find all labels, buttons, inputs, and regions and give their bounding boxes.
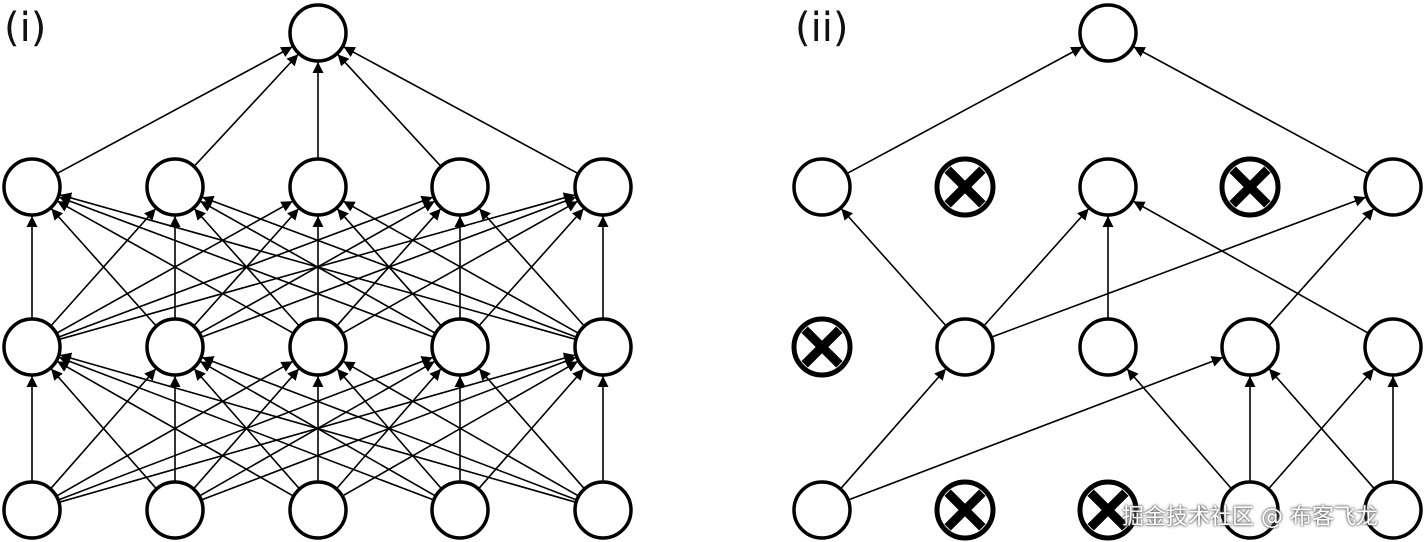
neuron: [1220, 317, 1280, 377]
neuron: [430, 480, 490, 540]
dropped-neuron: [1219, 156, 1281, 218]
neuron: [1078, 3, 1138, 63]
neuron: [1363, 157, 1423, 217]
connection-arrow: [846, 46, 1083, 175]
connection-arrow: [478, 208, 585, 327]
connection-arrow: [337, 53, 442, 167]
neuron: [145, 480, 205, 540]
neuron: [1220, 480, 1280, 540]
connection-arrow: [1133, 46, 1369, 175]
neuron: [573, 317, 633, 377]
connection-arrow: [1126, 368, 1233, 490]
panel-label-standard-net: (i): [4, 5, 47, 51]
connection-arrow: [478, 368, 586, 490]
connection-arrow: [983, 208, 1090, 327]
connection-arrow: [58, 356, 435, 501]
neuron: [145, 157, 205, 217]
dropped-neuron: [1077, 479, 1139, 541]
connection-arrow: [990, 195, 1367, 338]
neuron: [288, 480, 348, 540]
dropped-neuron: [934, 479, 996, 541]
cross-mark-icon: [1229, 166, 1271, 208]
neuron: [288, 3, 348, 63]
cross-mark-icon: [801, 326, 843, 368]
neuron: [288, 317, 348, 377]
neuron: [935, 317, 995, 377]
cross-mark-icon: [944, 489, 986, 531]
connection-arrow: [50, 208, 157, 327]
neurons-layer: [2, 3, 1423, 541]
neuron: [573, 480, 633, 540]
neuron: [145, 317, 205, 377]
connection-arrow: [342, 200, 579, 334]
neuron: [2, 480, 62, 540]
connection-arrow: [839, 368, 947, 490]
cross-mark-icon: [944, 166, 986, 208]
connection-arrow: [50, 368, 158, 490]
neuron: [430, 317, 490, 377]
neuron: [2, 317, 62, 377]
connection-arrow: [59, 352, 577, 504]
neuron: [573, 157, 633, 217]
connection-arrow: [59, 192, 577, 341]
cross-mark-icon: [1087, 489, 1129, 531]
neuron: [1078, 317, 1138, 377]
connection-arrow: [342, 360, 580, 497]
connection-arrow: [56, 200, 294, 335]
watermark-text: 掘金技术社区 @ 布客飞龙: [1122, 505, 1378, 530]
connection-arrow: [1268, 208, 1375, 327]
neuron: [288, 157, 348, 217]
neuron: [1363, 480, 1423, 540]
neuron: [792, 480, 852, 540]
connection-arrow: [201, 195, 578, 338]
neuron: [430, 157, 490, 217]
connection-arrow: [56, 360, 295, 497]
neuron: [2, 157, 62, 217]
connection-arrow: [1132, 200, 1369, 334]
dropped-neuron: [934, 156, 996, 218]
panel-label-dropout-net: (ii): [795, 5, 849, 51]
connection-arrow: [847, 356, 1224, 501]
neuron: [1078, 157, 1138, 217]
connection-arrow: [201, 356, 578, 501]
connection-arrow: [1268, 368, 1376, 490]
connection-arrow: [58, 195, 435, 338]
neuron: [1363, 317, 1423, 377]
neuron: [792, 157, 852, 217]
connection-arrow: [343, 46, 579, 175]
connection-arrow: [840, 208, 947, 327]
connections-layer: [26, 46, 1399, 504]
connection-arrow: [193, 53, 299, 168]
connection-arrow: [56, 46, 293, 175]
dropped-neuron: [791, 316, 853, 378]
